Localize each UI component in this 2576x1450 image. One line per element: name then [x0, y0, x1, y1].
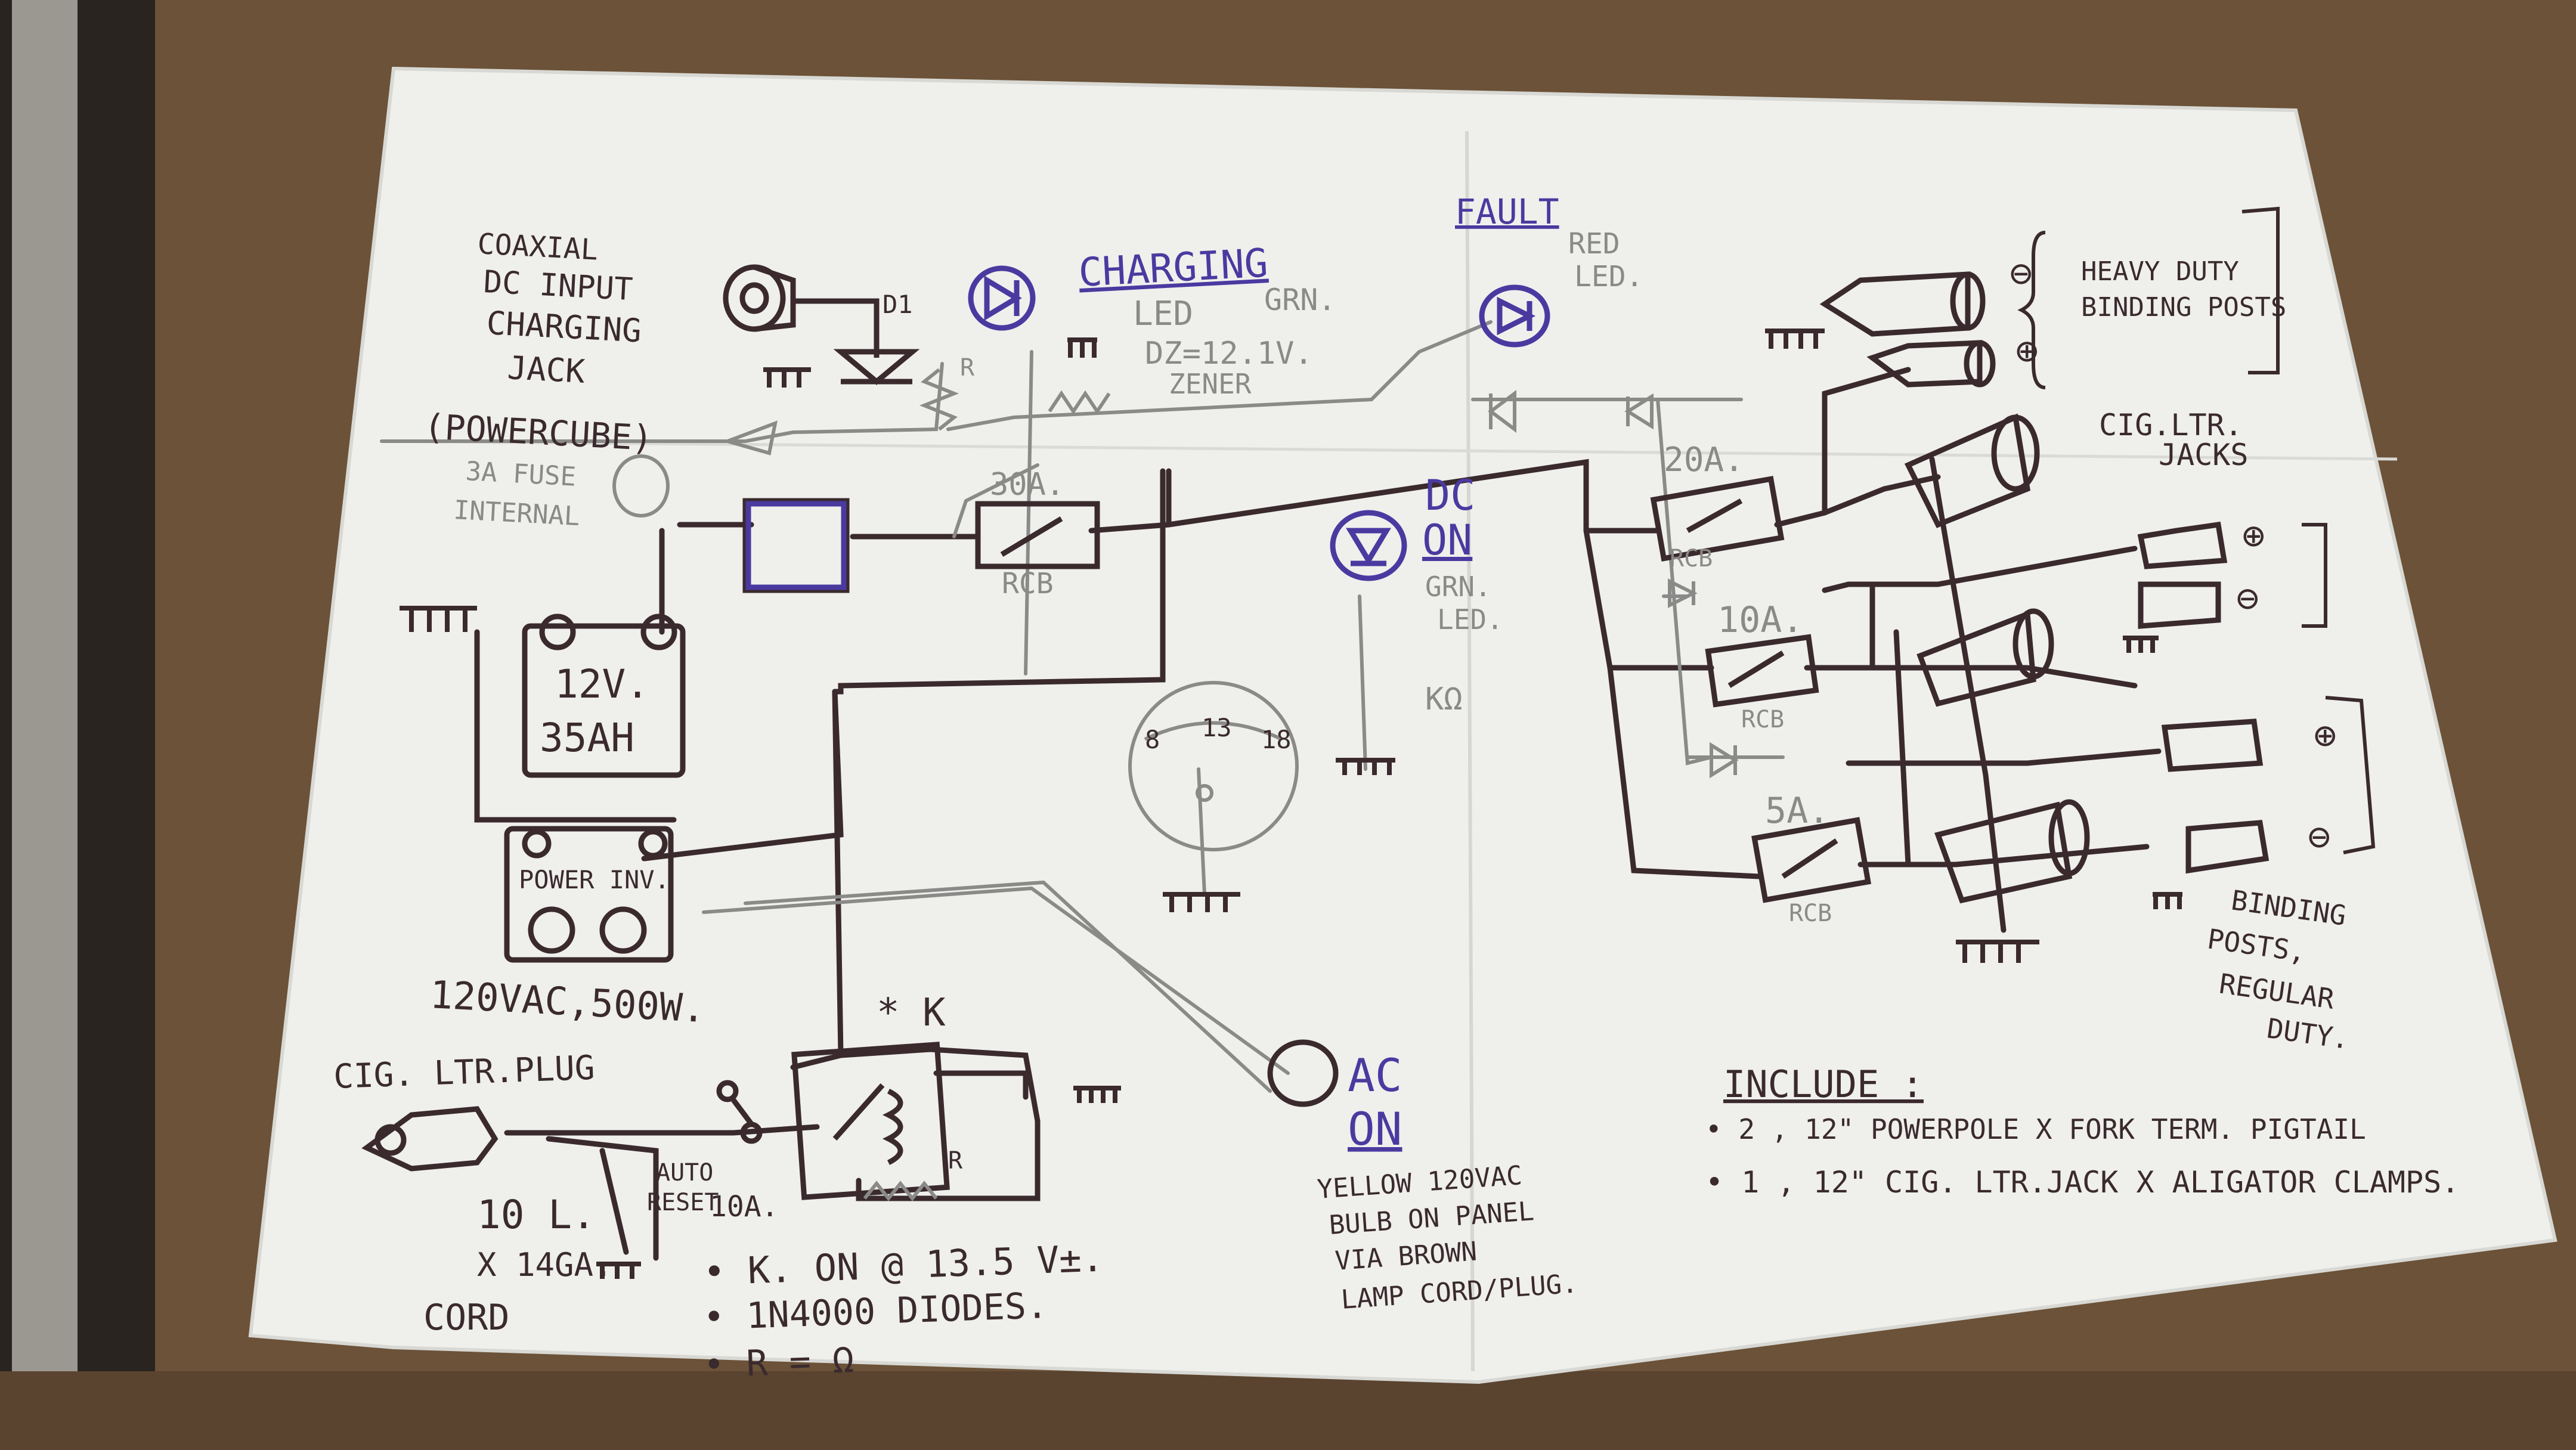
battery-voltage: 12V. — [555, 661, 649, 707]
fuse-label-2: INTERNAL — [453, 495, 580, 532]
wiring-pencil — [380, 320, 1785, 1093]
cb20-label: 20A. — [1664, 441, 1744, 479]
fuse-label-1: 3A FUSE — [465, 456, 577, 492]
cardboard-strip — [12, 0, 78, 1450]
cb30-rcb-label: RCB — [1002, 567, 1054, 600]
paper-fold-horizontal — [381, 439, 2398, 461]
include-item-2: • 1 , 12" CIG. LTR.JACK X ALIGATOR CLAMP… — [1705, 1165, 2459, 1200]
inverter-label: POWER INV. — [519, 865, 670, 894]
cig-plug-label: CIG. LTR.PLUG — [333, 1049, 595, 1096]
cb10-label: 10A. — [1717, 599, 1804, 641]
paper-fold — [1465, 131, 1475, 1372]
relay-k-label: * K — [877, 991, 946, 1035]
charging-label: CHARGING — [1078, 240, 1269, 296]
dc-grn-label: GRN. — [1425, 571, 1491, 603]
fault-label: FAULT — [1455, 191, 1559, 232]
cord-label-2: X 14GA. — [477, 1246, 613, 1284]
dc-on-label-1: DC — [1425, 471, 1475, 520]
cord-label-3: CORD — [423, 1297, 510, 1339]
r1-label: R — [960, 354, 975, 382]
heavy-duty-label-2: BINDING POSTS — [2081, 292, 2286, 323]
coax-label-4: JACK — [506, 349, 586, 391]
coax-label-3: CHARGING — [485, 304, 642, 350]
meter-18: 18 — [1261, 725, 1292, 754]
heavy-duty-label-1: HEAVY DUTY — [2081, 256, 2239, 287]
cb5-rcb-label: RCB — [1789, 900, 1832, 927]
include-title: INCLUDE : — [1723, 1062, 1924, 1106]
cb10-rcb-label: RCB — [1741, 706, 1784, 733]
leds-blue — [745, 265, 1550, 590]
components-dark — [361, 264, 2270, 1200]
dc-led-label: LED. — [1437, 603, 1503, 636]
post-minus-2: ⊖ — [2236, 577, 2259, 621]
ground-symbols — [400, 329, 2182, 1279]
cig-jacks-label-2: JACKS — [2159, 438, 2249, 472]
post-minus-3: ⊖ — [2308, 815, 2331, 859]
auto-reset-label-1: AUTO — [656, 1159, 713, 1186]
charging-led-label: LED — [1133, 295, 1193, 333]
post-plus-2: ⊕ — [2242, 514, 2265, 558]
auto-reset-label-2: RESET — [647, 1189, 719, 1216]
zener-label: ZENER — [1169, 368, 1252, 400]
note-resistor: • R = Ω — [702, 1339, 854, 1386]
auto-reset-label-3: 10A. — [710, 1190, 779, 1223]
wiring-dark — [474, 367, 2162, 1261]
post-plus-1: ⊕ — [2015, 329, 2039, 373]
coax-label-1: COAXIAL — [476, 227, 599, 267]
ac-on-label-1: AC — [1348, 1049, 1402, 1102]
battery-capacity: 35AH — [540, 715, 634, 761]
r2-label: R — [948, 1147, 963, 1175]
cardboard-bottom — [0, 1371, 2576, 1450]
cb20-rcb-label: RCB — [1670, 545, 1713, 572]
post-minus-1: ⊖ — [2010, 252, 2033, 296]
charging-grn-label: GRN. — [1264, 283, 1336, 317]
dc-on-label-2: ON — [1422, 516, 1472, 565]
kohm-label: KΩ — [1425, 681, 1463, 717]
cb30-label: 30A. — [990, 467, 1064, 503]
coax-label-2: DC INPUT — [482, 264, 633, 308]
ac-on-label-2: ON — [1348, 1102, 1402, 1155]
d1-label: D1 — [883, 290, 913, 319]
cord-label-1: 10 L. — [477, 1192, 596, 1238]
include-item-1: • 2 , 12" POWERPOLE X FORK TERM. PIGTAIL — [1705, 1113, 2366, 1145]
dz-label: DZ=12.1V. — [1145, 336, 1313, 371]
fault-red-label: RED — [1568, 227, 1620, 261]
fault-led-label: LED. — [1574, 260, 1643, 293]
labels: COAXIAL DC INPUT CHARGING JACK (POWERCUB… — [333, 191, 2459, 1386]
brackets — [2017, 206, 2376, 854]
cig-jacks-label-1: CIG.LTR. — [2099, 408, 2243, 442]
components-pencil — [612, 368, 1739, 1201]
cb5-label: 5A. — [1765, 790, 1829, 832]
meter-13: 13 — [1202, 713, 1232, 742]
post-plus-3: ⊕ — [2314, 714, 2337, 758]
meter-8: 8 — [1145, 725, 1160, 754]
